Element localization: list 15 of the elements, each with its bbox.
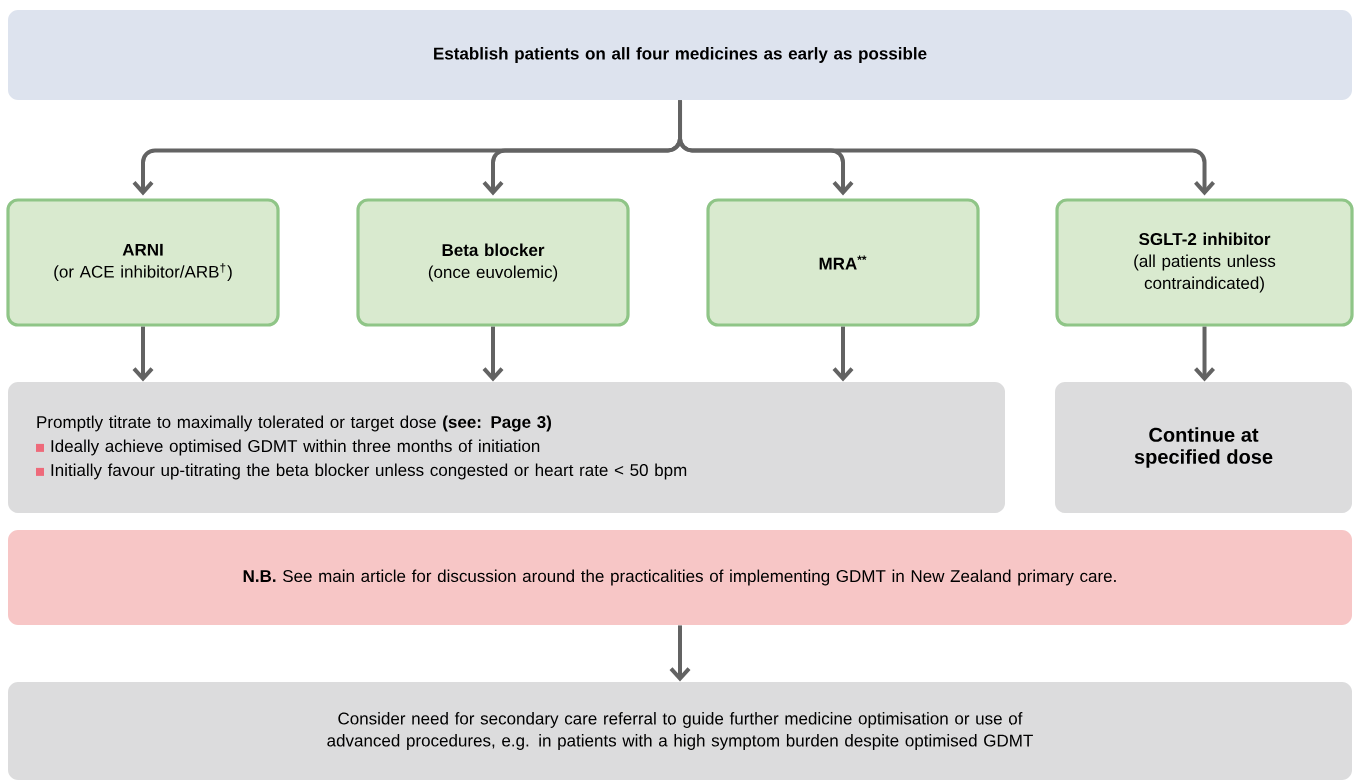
note-box: N.B. See main article for discussion around the practicalities of implementing GDMT in New Zealand primary care.: [8, 530, 1353, 625]
instruction-box: Promptly titrate to maximally tolerated or target dose (see: Page 3) Ideally achieve optimised GDMT within three months of initiation Initially favour up-titrating the beta blocker unless congested or heart rate < 50 bpm: [8, 382, 1005, 513]
heading-box: Establish patients on all four medicines as early as possible: [8, 10, 1353, 100]
medicine-box: Beta blocker (once euvolemic): [356, 198, 630, 327]
instruction-box: Continue at specified dose: [1055, 382, 1353, 513]
medicine-box: ARNI (or ACE inhibitor/ARB$^{†}$): [6, 198, 280, 327]
arrow: [132, 326, 154, 382]
arrow: [669, 625, 691, 682]
medicine-box: SGLT-2 inhibitor (all patients unless contraindicated): [1055, 198, 1354, 327]
arrow: [1194, 326, 1215, 382]
arrow: [678, 100, 1215, 196]
arrow: [482, 326, 504, 382]
arrow: [832, 326, 854, 382]
note-box: Consider need for secondary care referral to guide further medicine optimisation or use of advanced procedures, e.g. in patients with a high symptom burden despite optimised GDMT: [8, 682, 1353, 780]
medicine-box: MRA$^{**}$: [706, 198, 980, 327]
